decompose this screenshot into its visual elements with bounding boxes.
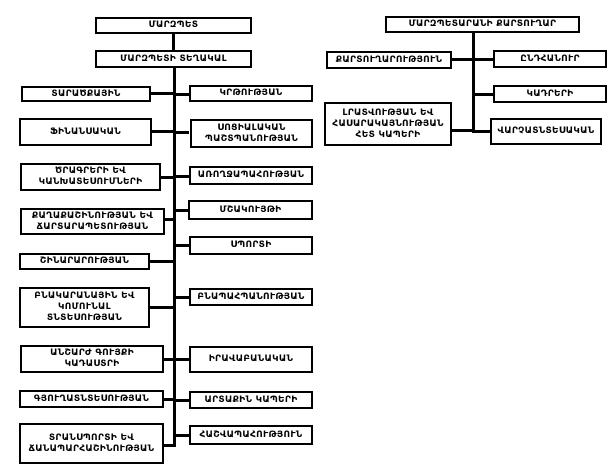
org-box-personnel: ԿԱԴՐԵՐԻ (493, 85, 607, 103)
org-box-general: ԸՆԴՀԱՆՈՒՐ (493, 50, 607, 68)
org-box-external-relations: ԱՐՏԱՔԻՆ ԿԱՊԵՐԻ (189, 391, 313, 409)
connector (173, 399, 189, 402)
org-box-programs-forecasts: ԾՐԱԳՐԵՐԻ ԵՎ ԿԱՆԽԱՏԵՍՈՒՄՆԵՐԻ (20, 163, 161, 191)
connector (173, 244, 189, 247)
connector (173, 93, 189, 96)
connector (452, 58, 493, 61)
connector (150, 260, 176, 263)
connector (173, 209, 189, 212)
org-box-environment: ԲՆԱՊԱՀՊԱՆՈՒԹՅԱՆ (189, 288, 313, 306)
org-box-education: ԿՐԹՈՒԹՅԱՆ (189, 85, 313, 102)
connector (173, 358, 189, 361)
connector (173, 131, 189, 134)
org-box-real-estate-cadastre: ԱՆՇԱՐԺ ԳՈՒՅՔԻ ԿԱԴԱՍՏՐԻ (20, 345, 164, 373)
connector (164, 444, 176, 447)
org-box-social-protection: ՍՈՑԻԱԼԱԿԱՆ ՊԱՇՏՊԱՆՈՒԹՅԱՆ (190, 119, 313, 148)
org-box-agriculture: ԳՅՈՒՂԱՏՆՏԵՍՈՒԹՅԱՆ (19, 390, 164, 408)
connector (472, 130, 490, 133)
connector (161, 176, 176, 179)
org-box-territorial: ՏԱՐԱԾՔԱՅԻՆ (21, 86, 151, 102)
org-box-administrative-economic: ՎԱՐՉԱՏՆՏԵՍԱԿԱՆ (490, 118, 602, 145)
connector (151, 92, 176, 95)
connector (150, 306, 176, 309)
org-box-construction: ՇԻՆԱՐԱՐՈՒԹՅԱՆ (19, 253, 150, 270)
org-box-culture: ՄՇԱԿՈՒՅԹԻ (188, 200, 313, 220)
org-box-secretariat: ՔԱՐՏՈՒՂԱՐՈՒԹՅՈՒՆ (326, 51, 452, 69)
connector (173, 296, 189, 299)
connector (173, 175, 189, 178)
connector (172, 34, 175, 50)
org-box-urban-architecture: ՔԱՂԱՔԱՇԻՆՈՒԹՅԱՆ ԵՎ ՃԱՐՏԱՐԱՊԵՏՈՒԹՅԱՆ (20, 208, 165, 235)
connector-spine (173, 68, 176, 447)
org-box-deputy-marzpet: ՄԱՐԶՊԵՏԻ ՏԵՂԱԿԱԼ (95, 50, 252, 68)
org-box-transport-roads: ՏՐԱՆՍՊՈՐՏԻ ԵՎ ՃԱՆԱՊԱՐՀԱՇԻՆՈՒԹՅԱՆ (19, 423, 164, 464)
org-box-marzpet: ՄԱՐԶՊԵՏ (95, 17, 252, 34)
connector (164, 398, 176, 401)
connector (173, 434, 189, 437)
connector-spine (472, 33, 475, 132)
connector (151, 130, 176, 133)
org-box-legal: ԻՐԱՎԱԲԱՆԱԿԱՆ (189, 346, 313, 373)
org-box-sports: ՍՊՈՐՏԻ (189, 236, 313, 255)
org-box-secretary: ՄԱՐԶՊԵՏԱՐԱՆԻ ՔԱՐՏՈՒՂԱՐ (385, 16, 580, 33)
org-box-housing-communal: ԲՆԱԿԱՐԱՆԱՅԻՆ ԵՎ ԿՈՄՈՒՆԱԼ ՏՆՏԵՍՈՒԹՅԱՆ (19, 287, 150, 328)
org-box-healthcare: ԱՌՈՂՋԱՊԱՀՈՒԹՅԱՆ (189, 166, 313, 185)
org-box-accounting: ՀԱՇՎԱՊԱՀՈՒԹՅՈՒՆ (189, 425, 313, 445)
connector (472, 93, 493, 96)
org-box-financial: ՖԻՆԱՆՍԱԿԱՆ (19, 118, 152, 146)
connector (164, 218, 176, 221)
org-box-media-public-relations: ԼՐԱՏՎՈՒԹՅԱՆ ԵՎ ՀԱՍԱՐԱԿԱՅՆՈՒԹՅԱՆ ՀԵՏ ԿԱՊԵ… (324, 102, 452, 146)
connector (164, 358, 176, 361)
connector (452, 129, 475, 132)
